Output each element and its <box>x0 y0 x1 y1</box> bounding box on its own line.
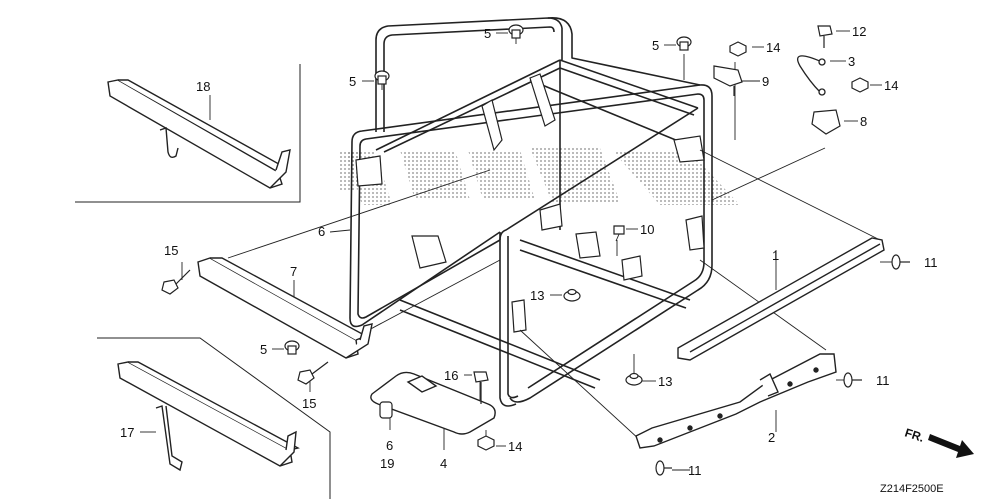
callout-5-bottom: 5 <box>260 342 267 357</box>
callout-5-left: 5 <box>349 74 356 89</box>
callout-11-top: 11 <box>924 255 938 270</box>
callout-5-top: 5 <box>484 26 491 41</box>
callout-labels: 18 5 5 5 5 6 6 19 7 15 15 17 4 16 14 13 … <box>120 24 938 478</box>
callout-9: 9 <box>762 74 769 89</box>
callout-19: 19 <box>380 456 394 471</box>
callout-13-left: 13 <box>530 288 544 303</box>
callout-11-bottom: 11 <box>688 463 702 478</box>
drawing-code: Z214F2500E <box>880 483 944 495</box>
callout-4: 4 <box>440 456 447 471</box>
callout-1: 1 <box>772 248 779 263</box>
front-direction-label: FR. <box>903 426 926 445</box>
part-4-cover <box>370 371 496 435</box>
part-1-bar <box>677 237 885 361</box>
callout-ticks <box>140 30 882 447</box>
grommet-5-left <box>374 70 390 85</box>
grommet-5-bottom <box>284 340 300 355</box>
callout-2: 2 <box>768 430 775 445</box>
leader-lines <box>181 36 896 471</box>
main-frame <box>349 17 713 407</box>
callout-14-bottom: 14 <box>508 439 522 454</box>
honda-watermark <box>340 148 740 205</box>
callout-17: 17 <box>120 425 134 440</box>
callout-14-right: 14 <box>884 78 898 93</box>
callout-13-right: 13 <box>658 374 672 389</box>
callout-10: 10 <box>640 222 654 237</box>
callout-3: 3 <box>848 54 855 69</box>
callout-11-middle: 11 <box>876 373 890 388</box>
callout-8: 8 <box>860 114 867 129</box>
part-18-handle-bar <box>107 79 291 189</box>
callout-14-top: 14 <box>766 40 780 55</box>
grommet-5-top <box>508 24 524 39</box>
fasteners <box>161 24 910 476</box>
callout-7: 7 <box>290 264 297 279</box>
callout-6-bushing: 6 <box>386 438 393 453</box>
part-7-bracket <box>197 257 373 359</box>
part-3-cable <box>796 55 826 96</box>
callout-6: 6 <box>318 224 325 239</box>
callout-12: 12 <box>852 24 866 39</box>
frame-brackets <box>355 73 705 333</box>
callout-16: 16 <box>444 368 458 383</box>
callout-15-left: 15 <box>164 243 178 258</box>
callout-5-right: 5 <box>652 38 659 53</box>
corner-lines <box>75 64 331 499</box>
callout-18: 18 <box>196 79 210 94</box>
front-direction-arrow: FR. <box>903 426 974 458</box>
part-2-rail <box>635 353 837 449</box>
callout-15-bottom: 15 <box>302 396 316 411</box>
grommet-5-right <box>676 36 692 51</box>
part-17-handle-bar <box>117 361 300 472</box>
